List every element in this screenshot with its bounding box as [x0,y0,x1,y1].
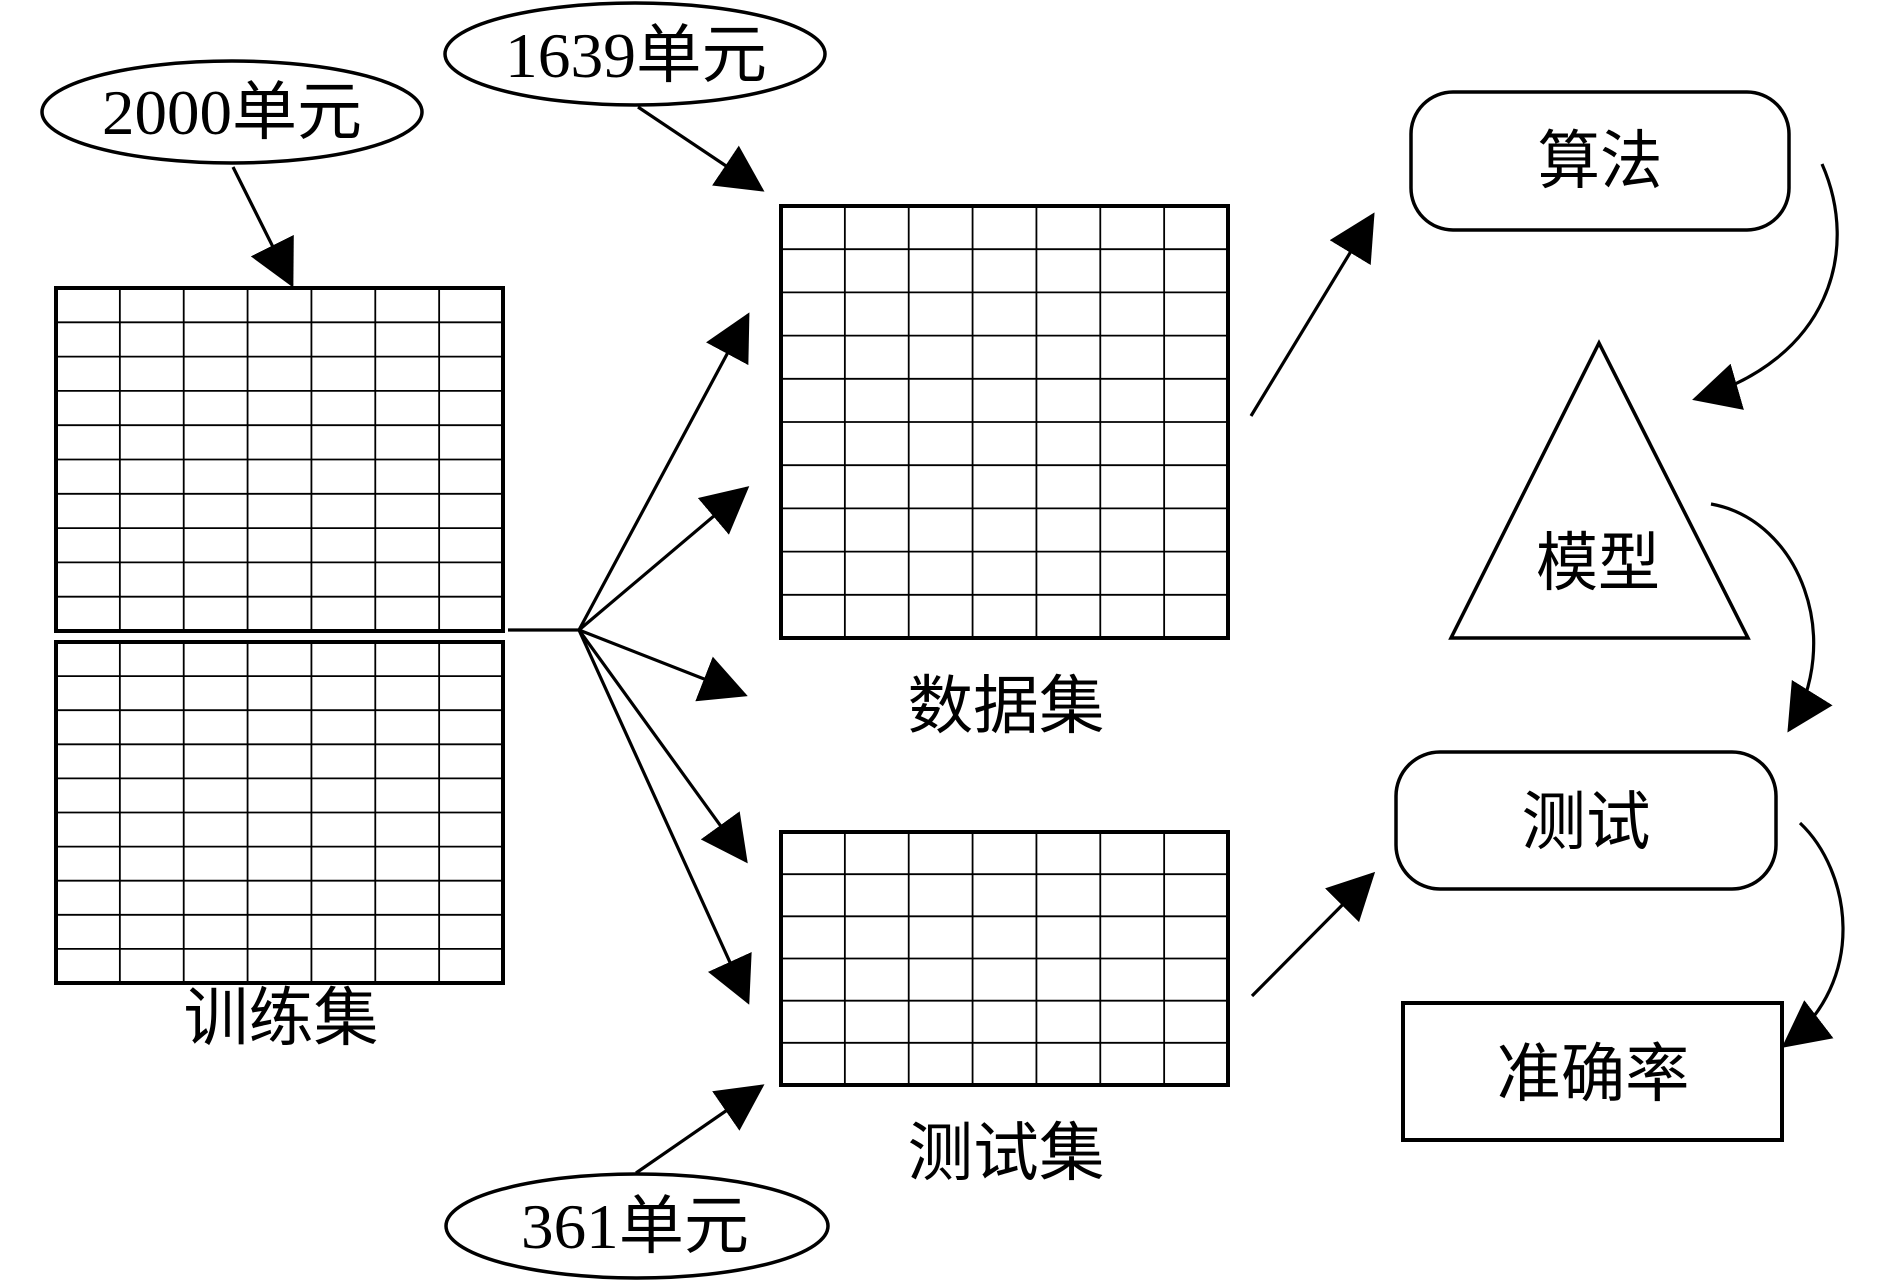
algorithm-to-model-curved-arrow [1692,163,1839,410]
table-border [54,640,505,985]
test-units-callout: 361单元 [444,1172,830,1280]
test-box [1394,750,1778,891]
split-arrow [577,312,750,631]
split-arrow [577,486,750,632]
training-set-label: 训练集 [184,983,379,1054]
table-border [779,830,1230,1087]
training-units-arrow [231,166,294,288]
model-node: 模型 [1448,339,1751,640]
split-arrow [577,629,748,864]
test-set-table [779,830,1230,1087]
training-set-table-top [54,286,505,633]
model-triangle [1448,339,1751,640]
training-set-table-bottom [54,640,505,985]
split-arrow [577,629,752,1005]
callout-ellipse [40,59,424,165]
test-units-label: 361单元 [521,1191,749,1262]
test-node: 测试 [1394,750,1778,891]
training-units-callout: 2000单元 [40,59,424,165]
test-units-arrow [635,1084,765,1175]
model-label: 模型 [1536,528,1660,599]
accuracy-node: 准确率 [1401,1001,1784,1142]
dataset-units-callout: 1639单元 [443,1,827,107]
test-set-to-test-arrow [1250,871,1376,998]
split-arrow [578,628,748,702]
test-to-accuracy-curved-arrow [1781,821,1845,1048]
table-border [779,204,1230,640]
dataset-label: 数据集 [908,671,1105,742]
accuracy-box [1401,1001,1784,1142]
dataset-table [779,204,1230,640]
callout-ellipse [443,1,827,107]
model-to-test-curved-arrow [1710,502,1833,733]
dataset-units-arrow [637,105,765,192]
test-label: 测试 [1522,787,1651,858]
dataset-to-algorithm-arrow [1249,212,1375,417]
algorithm-box [1409,90,1791,232]
algorithm-label: 算法 [1538,126,1663,197]
algorithm-node: 算法 [1409,90,1791,232]
table-border [54,286,505,633]
test-set-label: 测试集 [908,1118,1105,1189]
dataset-units-label: 1639单元 [505,20,767,91]
split-fan-arrows [577,312,752,1005]
training-units-label: 2000单元 [102,77,362,148]
accuracy-label: 准确率 [1497,1039,1690,1110]
